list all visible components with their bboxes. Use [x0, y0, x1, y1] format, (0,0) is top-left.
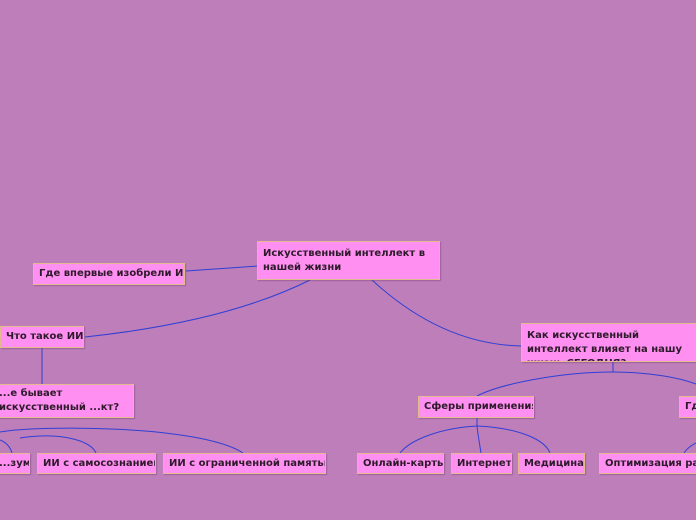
edge-areas-maps [399, 425, 478, 454]
edge-root-what [84, 279, 311, 338]
root-node[interactable]: Искусственный интеллект в нашей жизни [257, 241, 440, 280]
node-types-of-ai[interactable]: ...е бывает искусственный ...кт? [0, 384, 134, 418]
edge-how-areas [476, 371, 614, 397]
node-application-areas[interactable]: Сферы применения [418, 396, 534, 418]
edge-types-reason [0, 439, 13, 454]
node-medicine[interactable]: Медицина [518, 453, 585, 474]
node-where-partial[interactable]: Гд... [679, 396, 696, 418]
edge-root-where [185, 265, 259, 272]
edge-types-branch [0, 427, 244, 454]
node-online-maps[interactable]: Онлайн-карты [357, 453, 444, 474]
node-self-aware-ai[interactable]: ИИ с самосознанием [37, 453, 156, 474]
node-what-is-ai[interactable]: Что такое ИИ? [0, 326, 84, 348]
edge-root-how [371, 279, 523, 347]
edge-areas-medicine [476, 425, 551, 454]
edge-areas-internet [476, 425, 482, 454]
edge-types-self [19, 435, 97, 454]
node-limited-memory-ai[interactable]: ИИ с ограниченной памятью [163, 453, 326, 474]
node-optimization[interactable]: Оптимизация раб... [599, 453, 696, 474]
node-how-ai-affects[interactable]: Как искусственный интеллект влияет на на… [521, 323, 696, 362]
node-internet[interactable]: Интернет [451, 453, 512, 474]
edge-where-optim [683, 442, 696, 454]
node-where-invented[interactable]: Где впервые изобрели ИИ? [33, 263, 185, 285]
edge-how-where [612, 371, 696, 385]
node-reason-type[interactable]: ...зума [0, 453, 30, 474]
